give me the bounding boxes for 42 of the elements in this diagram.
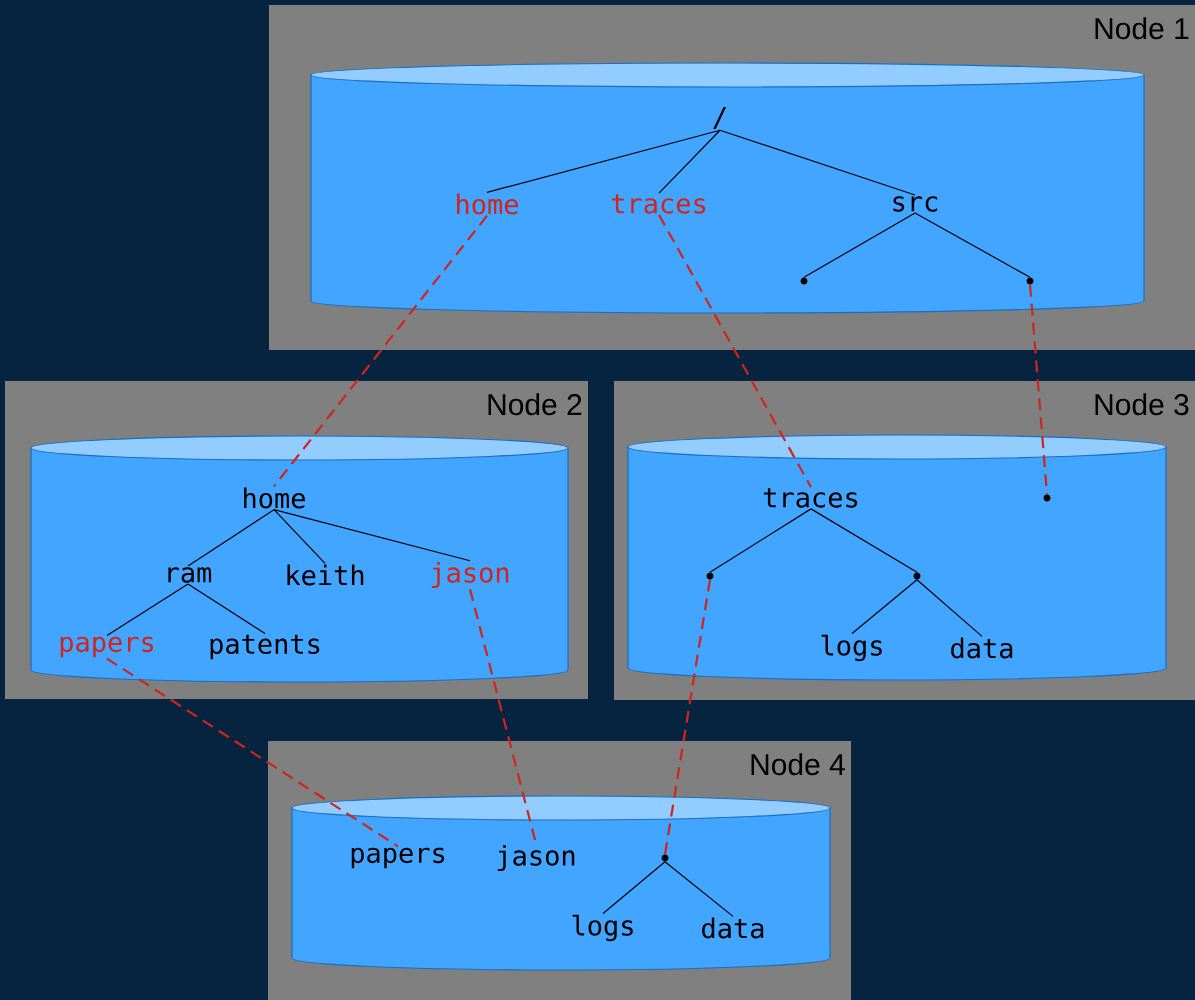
folder-name: papers	[351, 847, 445, 869]
storage-cylinder	[30, 435, 569, 683]
tree-branch	[106, 583, 189, 637]
tree-branch	[602, 861, 666, 915]
folder-name: data	[951, 637, 1013, 659]
storage-cylinder	[627, 434, 1167, 681]
tree-branch	[187, 509, 275, 567]
folder-name: traces	[611, 194, 706, 214]
folder-name: keith	[287, 564, 364, 586]
folder-name: papers	[60, 636, 154, 658]
folder-name: ram	[168, 567, 212, 583]
tree-branch	[664, 861, 734, 917]
tree-branch	[658, 129, 721, 194]
folder-name: logs	[821, 634, 882, 662]
tree-branch	[187, 583, 266, 635]
link-line	[273, 214, 488, 488]
folder-name: jason	[431, 561, 509, 589]
link-line	[658, 214, 812, 488]
folder-name: home	[244, 487, 305, 509]
tree-branch	[709, 508, 812, 573]
storage-cylinder	[291, 795, 831, 971]
folder-name: /	[713, 106, 727, 130]
tree-branch	[810, 508, 918, 573]
folder-name: jason	[497, 844, 575, 872]
folder-name: patents	[210, 634, 320, 660]
tree-branch	[916, 579, 983, 637]
link-line	[1028, 284, 1049, 495]
folder-name: data	[702, 917, 764, 939]
storage-cylinder	[310, 62, 1145, 314]
tree-branch	[273, 509, 471, 562]
tree-branch	[914, 212, 1031, 278]
tree-branch	[273, 509, 326, 564]
link-line	[663, 579, 712, 855]
folder-name: traces	[763, 488, 858, 508]
folder-name: logs	[572, 914, 633, 942]
tree-branch	[486, 129, 721, 193]
tree-branch	[719, 129, 916, 196]
link-line	[106, 657, 399, 848]
tree-branch	[803, 212, 916, 278]
folder-name: src	[893, 196, 938, 212]
tree-branch	[851, 579, 918, 635]
folder-name: home	[457, 193, 518, 215]
